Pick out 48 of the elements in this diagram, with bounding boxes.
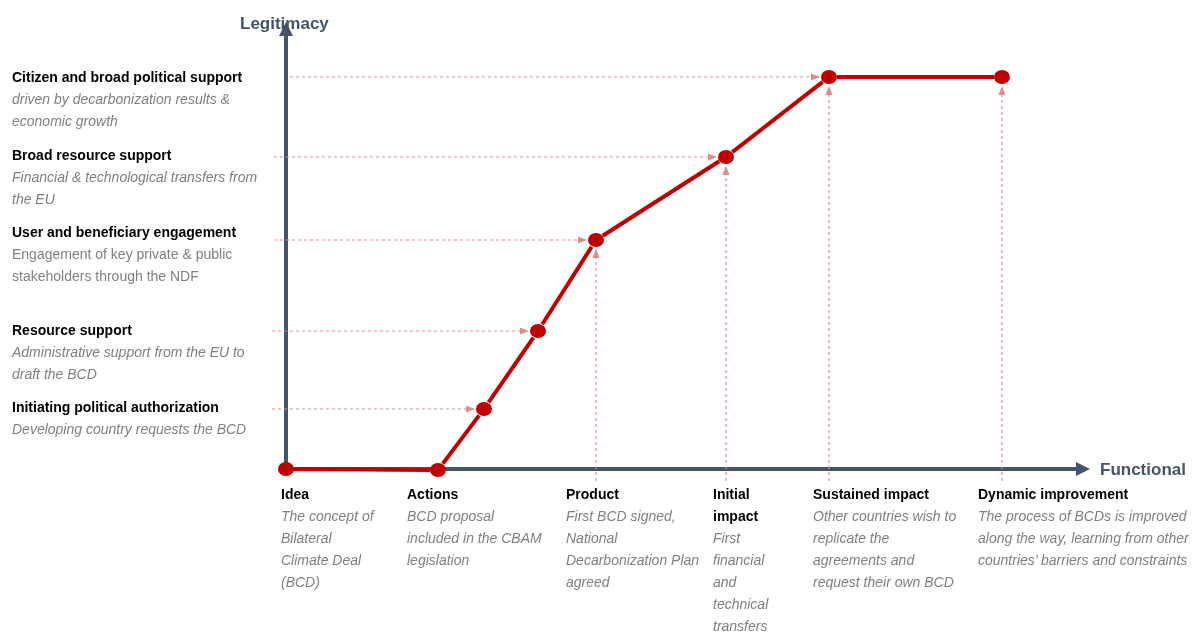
trajectory-line	[294, 467, 430, 472]
stage-heading: Idea	[281, 485, 310, 504]
level-heading: Broad resource support	[12, 146, 173, 165]
level-description: Financial & technological transfers from the EU	[12, 168, 259, 209]
level-heading: Resource support	[12, 321, 133, 340]
trajectory-line	[731, 80, 824, 154]
level-description: Engagement of key private & public stakeholders through the NDF	[12, 245, 234, 286]
stage-description: BCD proposal included in the CBAM legislation	[407, 507, 543, 570]
stage-description: The concept of Bilateral Climate Deal (BCD)	[281, 507, 376, 592]
dotted-arrow	[273, 236, 587, 244]
trajectory-line	[486, 336, 536, 404]
data-point	[430, 463, 446, 477]
dotted-arrow	[273, 153, 717, 161]
trajectory-line	[601, 159, 721, 238]
level-heading: User and beneficiary engagement	[12, 223, 238, 242]
axis-title: Functional	[1100, 460, 1186, 480]
stage-heading: Sustained impact	[813, 485, 930, 504]
data-point	[821, 70, 837, 84]
data-point	[994, 70, 1010, 84]
dotted-arrow	[271, 405, 475, 413]
level-heading: Citizen and broad political support	[12, 68, 244, 87]
stage-description: Other countries wish to replicate the agreements and request their own BCD	[813, 507, 958, 592]
trajectory-line	[441, 414, 481, 465]
level-description: Administrative support from the EU to draft the BCD	[12, 343, 246, 384]
dotted-arrow	[592, 249, 600, 482]
dotted-arrow	[825, 86, 833, 482]
data-point	[476, 402, 492, 416]
dotted-arrow	[289, 73, 820, 81]
trajectory-line	[540, 245, 594, 326]
data-point	[588, 233, 604, 247]
stage-description: First BCD signed, National Decarbonization Plan agreed	[566, 507, 701, 592]
stage-heading: Actions	[407, 485, 460, 504]
level-description: driven by decarbonization results & economic growth	[12, 90, 231, 131]
trajectory-line	[837, 75, 994, 79]
stage-description: First financial and technical transfers	[713, 529, 770, 635]
stage-heading: Initial impact	[713, 485, 760, 526]
axis-title: Legitimacy	[240, 14, 329, 34]
data-point	[718, 150, 734, 164]
dotted-arrow	[998, 86, 1006, 482]
stage-description: The process of BCDs is improved along the way, learning from other countries’ barriers and constraints	[978, 507, 1190, 570]
dotted-arrow	[271, 327, 529, 335]
data-point	[278, 462, 294, 476]
level-heading: Initiating political authorization	[12, 398, 220, 417]
stage-heading: Product	[566, 485, 620, 504]
level-description: Developing country requests the BCD	[12, 420, 248, 439]
data-point	[530, 324, 546, 338]
dotted-arrow	[722, 166, 730, 482]
stage-heading: Dynamic improvement	[978, 485, 1130, 504]
